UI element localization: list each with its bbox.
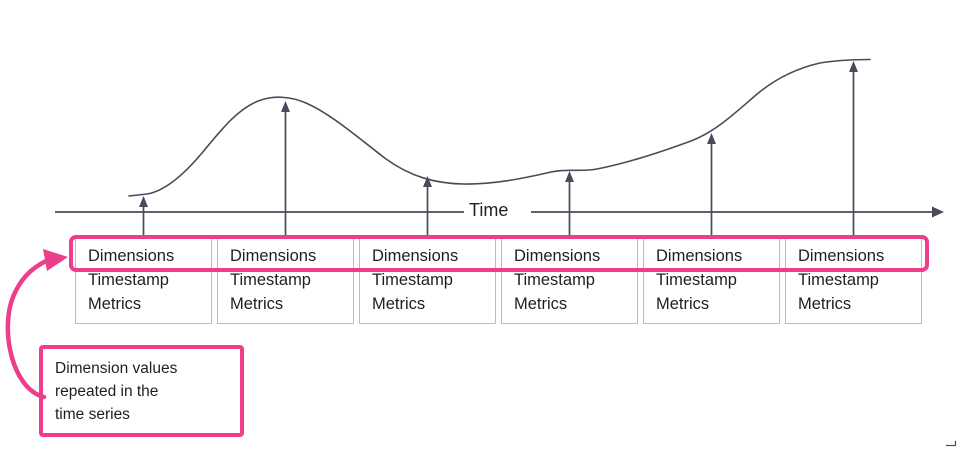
data-point-arrow-5 xyxy=(707,133,716,237)
record-box: Dimensions Timestamp Metrics xyxy=(785,238,922,324)
data-point-arrow-4 xyxy=(565,171,574,237)
record-field-timestamp: Timestamp xyxy=(514,271,595,289)
data-point-arrow-6 xyxy=(849,61,858,237)
record-field-timestamp: Timestamp xyxy=(88,271,169,289)
data-point-arrow-1 xyxy=(139,196,148,237)
record-row: Dimensions Timestamp Metrics Dimensions … xyxy=(75,238,922,324)
record-field-dimensions: Dimensions xyxy=(372,247,459,265)
crop-artifact-mark xyxy=(946,441,957,447)
record-field-metrics: Metrics xyxy=(656,295,710,313)
time-series-curve xyxy=(128,58,871,197)
data-point-arrow-2 xyxy=(281,101,290,237)
record-field-timestamp: Timestamp xyxy=(230,271,311,289)
record-field-dimensions: Dimensions xyxy=(656,247,743,265)
record-field-dimensions: Dimensions xyxy=(514,247,601,265)
record-box: Dimensions Timestamp Metrics xyxy=(501,238,638,324)
record-field-metrics: Metrics xyxy=(230,295,284,313)
record-field-timestamp: Timestamp xyxy=(372,271,453,289)
callout-arrowhead-icon xyxy=(43,249,68,271)
record-field-metrics: Metrics xyxy=(88,295,142,313)
data-point-arrow-3 xyxy=(423,176,432,237)
record-field-dimensions: Dimensions xyxy=(88,247,175,265)
record-field-timestamp: Timestamp xyxy=(798,271,879,289)
record-box: Dimensions Timestamp Metrics xyxy=(643,238,780,324)
record-box: Dimensions Timestamp Metrics xyxy=(75,238,212,324)
record-field-dimensions: Dimensions xyxy=(230,247,317,265)
time-axis-label: Time xyxy=(469,200,509,220)
record-field-metrics: Metrics xyxy=(514,295,568,313)
record-field-timestamp: Timestamp xyxy=(656,271,737,289)
callout-box: Dimension values repeated in the time se… xyxy=(39,345,244,437)
record-box: Dimensions Timestamp Metrics xyxy=(359,238,496,324)
record-field-metrics: Metrics xyxy=(798,295,852,313)
record-field-metrics: Metrics xyxy=(372,295,426,313)
dimensions-highlight-band xyxy=(69,235,929,272)
time-axis-arrowhead-icon xyxy=(932,206,944,218)
record-field-dimensions: Dimensions xyxy=(798,247,885,265)
